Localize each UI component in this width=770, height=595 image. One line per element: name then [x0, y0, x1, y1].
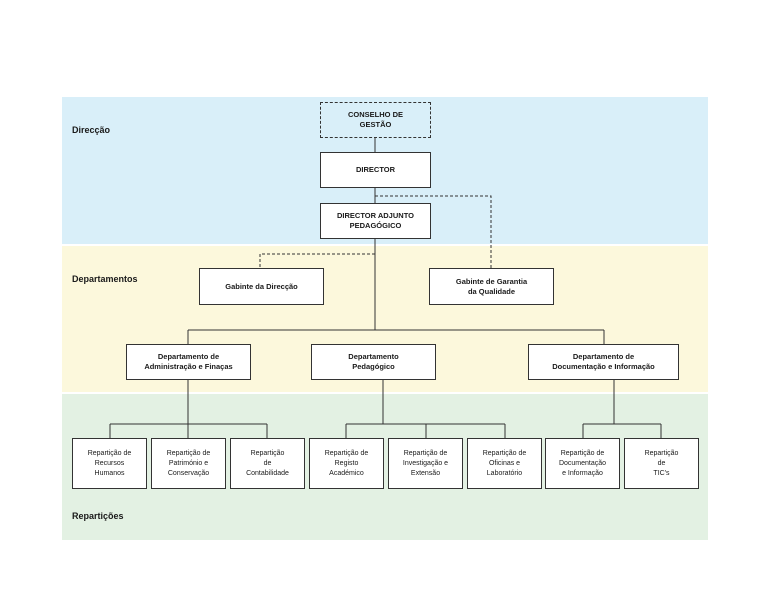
- section-label-reparticoes: Repartições: [72, 511, 124, 521]
- box-rep-tics: Repartição de TIC's: [624, 438, 699, 489]
- box-rep-investigacao: Repartição de Investigação e Extensão: [388, 438, 463, 489]
- box-conselho-de-gestao: CONSELHO DE GESTÃO: [320, 102, 431, 138]
- box-director-adjunto: DIRECTOR ADJUNTO PEDAGÓGICO: [320, 203, 431, 239]
- box-director: DIRECTOR: [320, 152, 431, 188]
- box-rep-contabilidade: Repartição de Contabilidade: [230, 438, 305, 489]
- box-gabinete-direccao: Gabinte da Direcção: [199, 268, 324, 305]
- section-label-direccao: Direcção: [72, 125, 111, 135]
- box-dept-pedagogico: Departamento Pedagógico: [311, 344, 436, 380]
- line-dashed-gabinete-garantia: [375, 195, 492, 268]
- section-label-departamentos: Departamentos: [72, 274, 138, 284]
- box-rep-patrimonio: Repartição de Património e Conservação: [151, 438, 226, 489]
- box-dept-documentacao: Departamento de Documentação e Informaçã…: [528, 344, 679, 380]
- box-rep-recursos-humanos: Repartição de Recursos Humanos: [72, 438, 147, 489]
- line-dashed-gabinete-direccao: [259, 253, 375, 268]
- box-dept-administracao: Departamento de Administração e Finaças: [126, 344, 251, 380]
- box-gabinete-garantia: Gabinte de Garantia da Qualidade: [429, 268, 554, 305]
- box-rep-documentacao: Repartição de Documentação e Informação: [545, 438, 620, 489]
- box-rep-oficinas: Repartição de Oficinas e Laboratório: [467, 438, 542, 489]
- box-rep-registo-academico: Repartição de Registo Académico: [309, 438, 384, 489]
